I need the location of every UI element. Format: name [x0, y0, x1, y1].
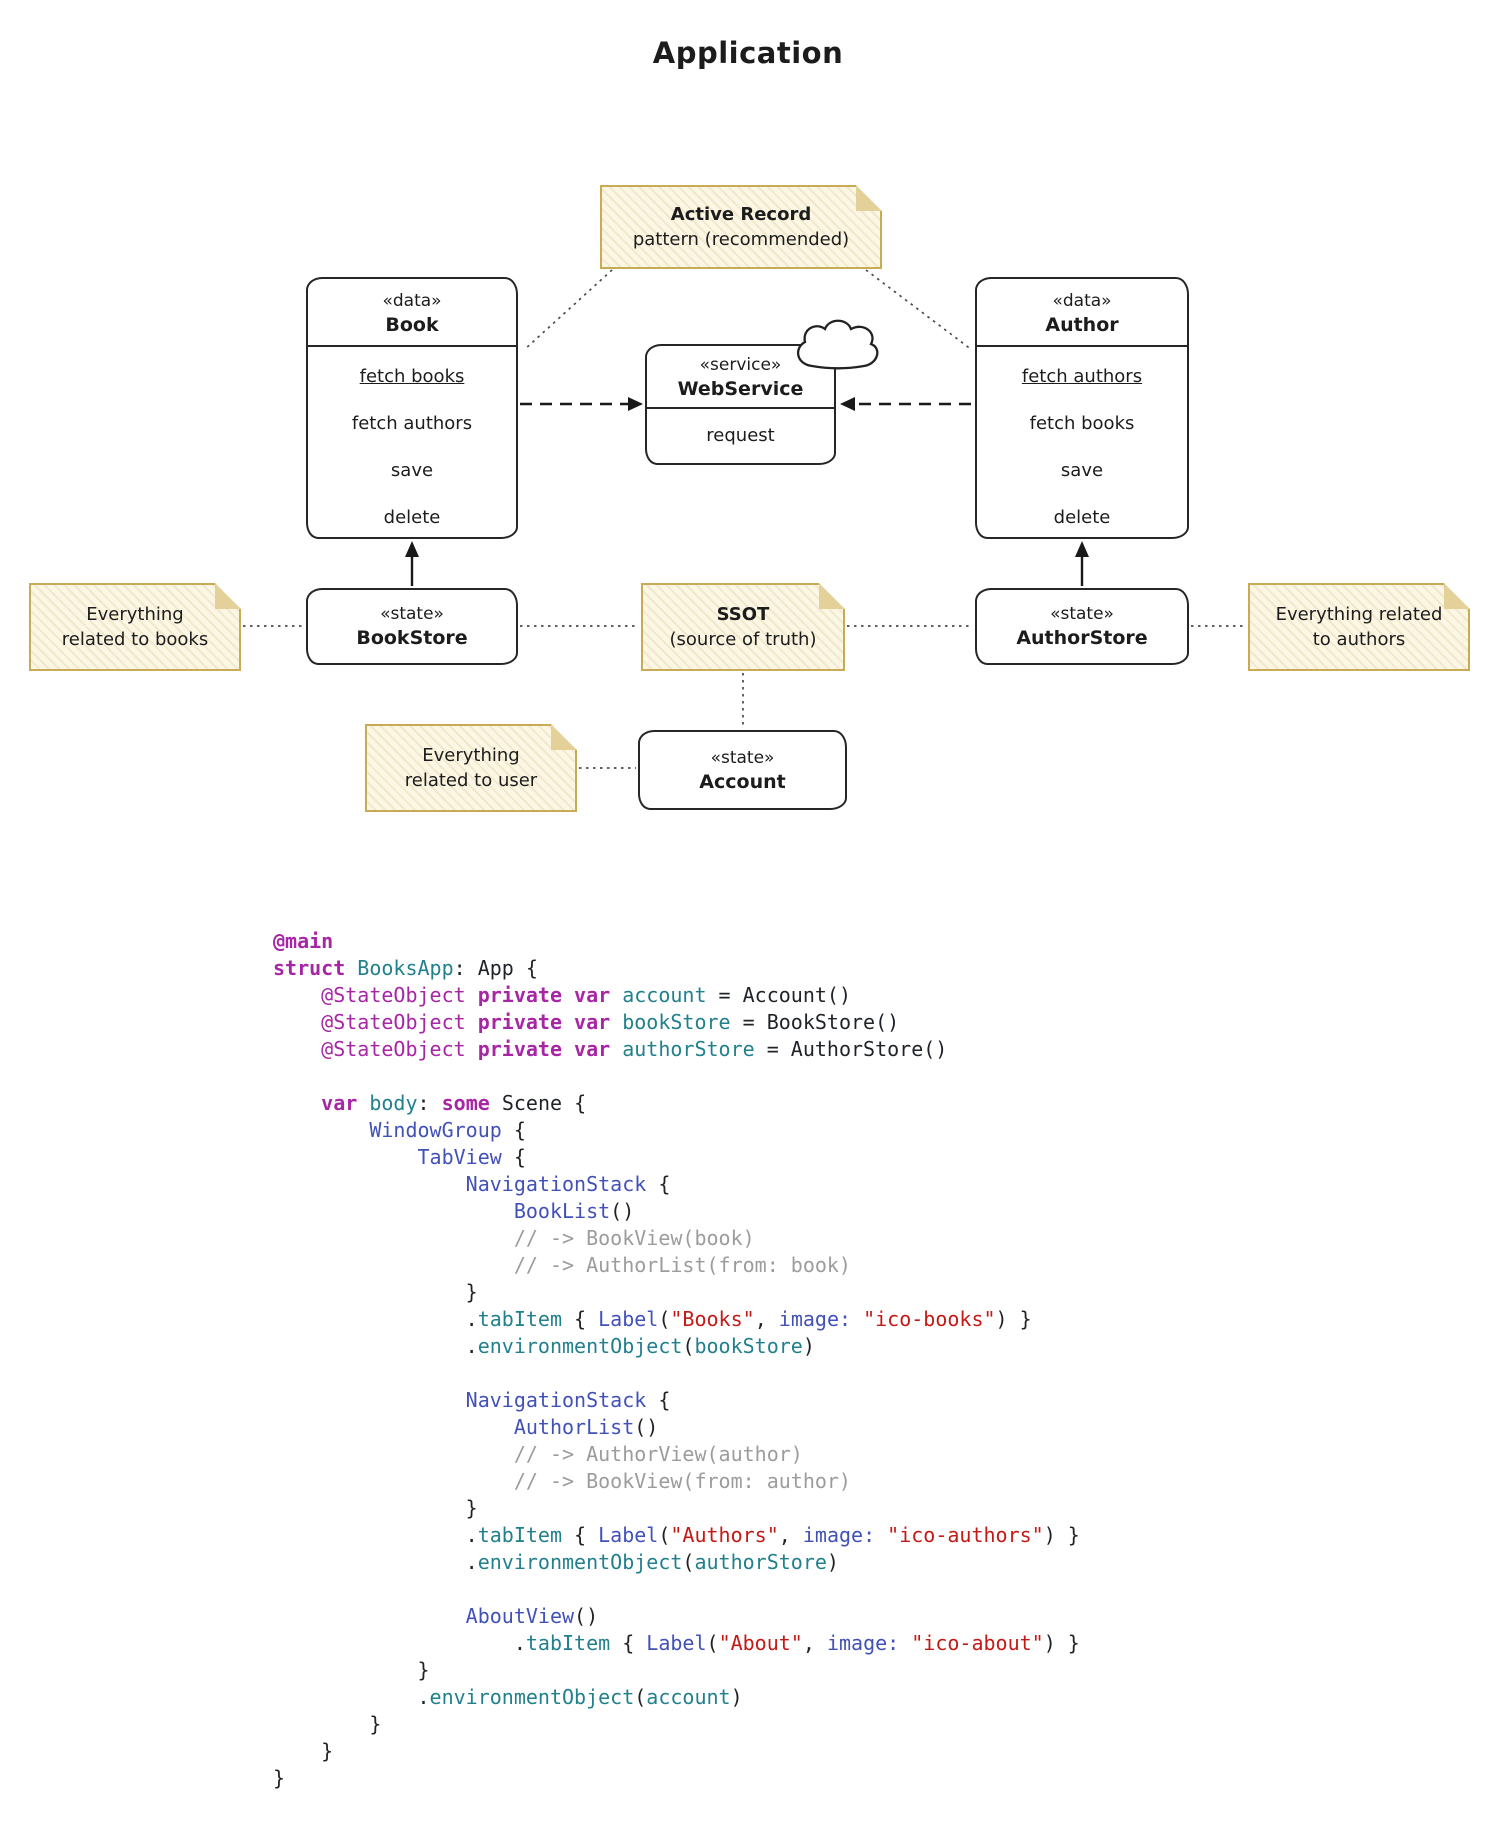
class-book-header: «data» Book — [308, 279, 516, 347]
code-line: NavigationStack { — [465, 1388, 671, 1412]
method-request: request — [706, 425, 775, 446]
code-line: WindowGroup { — [369, 1118, 526, 1142]
class-author-header: «data» Author — [977, 279, 1187, 347]
code-line: NavigationStack { — [465, 1172, 671, 1196]
class-webservice-methods: request — [647, 409, 834, 457]
note-text: related to books — [61, 629, 209, 650]
code-line: // -> BookView(book) — [513, 1226, 755, 1250]
code-line: .tabItem { Label("Books", image: "ico-bo… — [273, 1307, 1032, 1331]
stereotype-label: «data» — [382, 291, 442, 311]
method-save: save — [390, 460, 434, 481]
note-text: Everything — [86, 604, 184, 625]
code-line: .tabItem { Label("Authors", image: "ico-… — [273, 1523, 1080, 1547]
note-ssot: SSOT (source of truth) — [641, 583, 845, 671]
class-box-webservice: «service» WebService request — [645, 344, 836, 465]
note-active-record-title: Active Record — [670, 204, 812, 225]
note-text: Everything — [422, 745, 520, 766]
dotted-link-note-book — [523, 269, 613, 351]
code-line: .environmentObject(authorStore) — [273, 1550, 839, 1574]
class-book-methods: fetch books fetch authors save delete — [308, 347, 516, 541]
arrowhead-right — [628, 397, 643, 411]
class-name-author: Author — [1045, 314, 1119, 336]
state-name-authorstore: AuthorStore — [1016, 627, 1148, 649]
note-text: related to user — [404, 770, 538, 791]
note-ssot-subtitle: (source of truth) — [669, 629, 817, 650]
method-fetch-authors: fetch authors — [351, 413, 473, 434]
code-line: @StateObject private var account = Accou… — [321, 983, 852, 1007]
stereotype-label: «state» — [710, 747, 775, 768]
note-active-record-subtitle: pattern (recommended) — [632, 229, 850, 250]
note-everything-authors: Everything related to authors — [1248, 583, 1470, 671]
page-title: Application — [652, 36, 844, 70]
stereotype-label: «data» — [1052, 291, 1112, 311]
arrowhead-up — [1075, 541, 1089, 557]
code-line: .environmentObject(bookStore) — [273, 1334, 815, 1358]
class-name-book: Book — [385, 314, 439, 336]
code-line: } — [273, 1712, 382, 1736]
code-line: var body: some Scene { — [321, 1091, 587, 1115]
code-line: @main — [273, 929, 334, 953]
class-box-author: «data» Author fetch authors fetch books sa… — [975, 277, 1189, 539]
arrowhead-up — [405, 541, 419, 557]
state-name-bookstore: BookStore — [356, 627, 468, 649]
note-ssot-title: SSOT — [716, 604, 770, 625]
code-line: @StateObject private var bookStore = Boo… — [321, 1010, 900, 1034]
dotted-link-note-author — [865, 269, 973, 351]
method-fetch-authors: fetch authors — [1021, 366, 1143, 387]
code-line: } — [273, 1739, 334, 1763]
note-everything-user: Everything related to user — [365, 724, 577, 812]
note-text: Everything related — [1275, 604, 1443, 625]
code-line — [273, 1576, 1080, 1603]
state-box-authorstore: «state» AuthorStore — [975, 588, 1189, 665]
class-name-webservice: WebService — [677, 378, 804, 400]
note-text: to authors — [1312, 629, 1406, 650]
stereotype-label: «state» — [1050, 604, 1114, 624]
note-everything-books: Everything related to books — [29, 583, 241, 671]
note-active-record: Active Record pattern (recommended) — [600, 185, 882, 269]
code-line: } — [273, 1658, 430, 1682]
code-line: AboutView() — [465, 1604, 599, 1628]
state-box-account: «state» Account — [638, 730, 847, 810]
code-line: TabView { — [417, 1145, 526, 1169]
method-fetch-books: fetch books — [1029, 413, 1135, 434]
code-line: @StateObject private var authorStore = A… — [321, 1037, 948, 1061]
method-save: save — [1060, 460, 1104, 481]
stereotype-label: «service» — [699, 355, 782, 375]
method-delete: delete — [1053, 507, 1111, 528]
code-line: } — [273, 1496, 478, 1520]
code-line: // -> AuthorList(from: book) — [513, 1253, 851, 1277]
code-line: } — [273, 1766, 286, 1790]
class-box-book: «data» Book fetch books fetch authors save… — [306, 277, 518, 539]
state-box-bookstore: «state» BookStore — [306, 588, 518, 665]
code-line: // -> AuthorView(author) — [513, 1442, 803, 1466]
arrowhead-left — [840, 397, 855, 411]
code-line: .environmentObject(account) — [273, 1685, 743, 1709]
method-delete: delete — [383, 507, 441, 528]
code-line — [273, 1063, 1080, 1090]
state-name-account: Account — [699, 770, 786, 793]
code-line: AuthorList() — [513, 1415, 659, 1439]
code-line — [273, 1360, 1080, 1387]
code-line: .tabItem { Label("About", image: "ico-ab… — [273, 1631, 1080, 1655]
code-line: // -> BookView(from: author) — [513, 1469, 851, 1493]
code-line: struct BooksApp: App { — [273, 956, 538, 980]
code-block: @main struct BooksApp: App { @StateObject… — [273, 928, 1080, 1792]
method-fetch-books: fetch books — [359, 366, 465, 387]
class-webservice-header: «service» WebService — [647, 346, 834, 409]
stereotype-label: «state» — [380, 604, 444, 624]
class-author-methods: fetch authors fetch books save delete — [977, 347, 1187, 541]
code-line: BookList() — [513, 1199, 635, 1223]
code-line: } — [273, 1280, 478, 1304]
